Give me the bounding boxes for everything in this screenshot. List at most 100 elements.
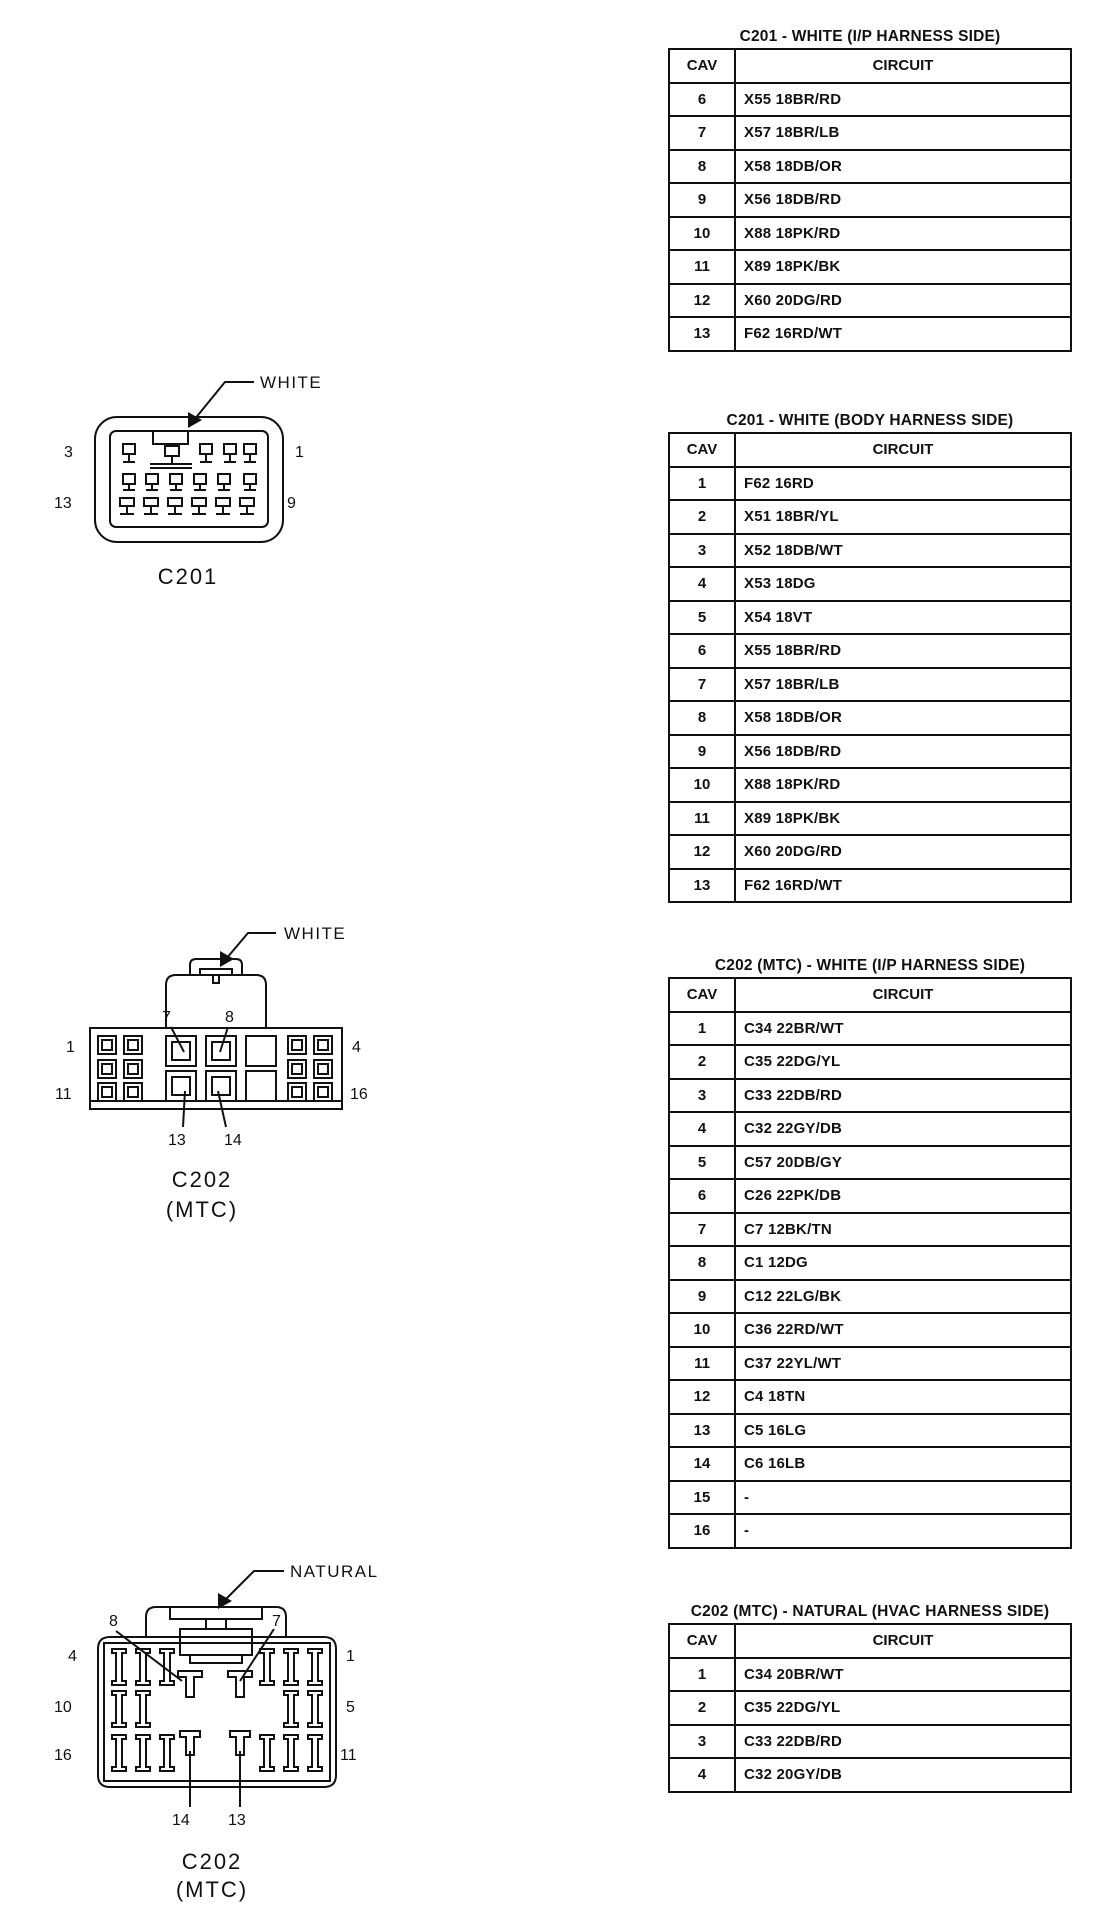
circuit-cell: C33 22DB/RD	[734, 1723, 1072, 1759]
cav-cell: 4	[668, 1111, 736, 1147]
circuit-cell: X58 18DB/OR	[734, 700, 1072, 736]
circuit-cell: X89 18PK/BK	[734, 249, 1072, 285]
pin-label: 10	[54, 1699, 72, 1716]
cav-cell: 13	[668, 867, 736, 903]
table-c202-white: C202 (MTC) - WHITE (I/P HARNESS SIDE) CA…	[668, 955, 1072, 1549]
circuit-cell: X52 18DB/WT	[734, 532, 1072, 568]
cav-cell: 1	[668, 1656, 736, 1692]
pin-label: 7	[162, 1009, 171, 1026]
connector-color-label: WHITE	[284, 924, 346, 943]
terminal-grid-left	[111, 1648, 175, 1772]
pin-label: 13	[168, 1132, 186, 1149]
circuit-cell: X57 18BR/LB	[734, 115, 1072, 151]
circuit-cell: F62 16RD	[734, 465, 1072, 501]
pin-leader	[170, 1026, 185, 1053]
circuit-cell: C35 22DG/YL	[734, 1044, 1072, 1080]
circuit-cell: X60 20DG/RD	[734, 834, 1072, 870]
pin-label: 13	[54, 495, 72, 512]
circuit-cell: X88 18PK/RD	[734, 215, 1072, 251]
header-circuit: CIRCUIT	[734, 432, 1072, 468]
arrowhead	[188, 412, 202, 428]
pin-leader	[217, 1090, 227, 1128]
terminal-center	[159, 1648, 275, 1756]
table-row: 16-	[668, 1513, 1072, 1549]
cav-cell: 16	[668, 1513, 736, 1549]
cav-cell: 7	[668, 115, 736, 151]
pin-label: 1	[66, 1039, 75, 1056]
cavity-grid-right	[287, 1035, 333, 1102]
circuit-cell: C6 16LB	[734, 1446, 1072, 1482]
circuit-cell: C34 20BR/WT	[734, 1656, 1072, 1692]
header-circuit: CIRCUIT	[734, 48, 1072, 84]
connector-color-label: WHITE	[260, 373, 322, 392]
circuit-cell: C26 22PK/DB	[734, 1178, 1072, 1214]
color-leader-line	[193, 381, 254, 421]
cav-cell: 4	[668, 566, 736, 602]
connector-shell	[97, 1636, 337, 1788]
connector-name: C202	[172, 1167, 233, 1192]
pin-label: 1	[295, 444, 304, 461]
cav-cell: 1	[668, 465, 736, 501]
pin-label: 5	[346, 1699, 355, 1716]
cav-cell: 5	[668, 1144, 736, 1180]
cav-cell: 15	[668, 1479, 736, 1515]
circuit-cell: X88 18PK/RD	[734, 767, 1072, 803]
pin-label: 13	[228, 1812, 246, 1829]
cav-cell: 2	[668, 1044, 736, 1080]
circuit-cell: X56 18DB/RD	[734, 733, 1072, 769]
cav-cell: 13	[668, 316, 736, 352]
table-caption: C202 (MTC) - NATURAL (HVAC HARNESS SIDE)	[690, 1603, 1050, 1620]
cav-cell: 10	[668, 1312, 736, 1348]
pin-label: 4	[352, 1039, 361, 1056]
cav-cell: 11	[668, 1345, 736, 1381]
circuit-cell: F62 16RD/WT	[734, 316, 1072, 352]
pin-leader	[115, 1630, 183, 1682]
terminal-row-bottom	[119, 497, 255, 515]
connector-shell	[94, 416, 284, 543]
pin-label: 14	[224, 1132, 242, 1149]
pin-label: 8	[225, 1009, 234, 1026]
connector-top-tab	[165, 974, 267, 1028]
pin-leader	[182, 1090, 186, 1128]
connector-c201-diagram: WHITE 3 1 13 9 C201	[54, 373, 322, 589]
pin-leader	[239, 1628, 275, 1682]
header-circuit: CIRCUIT	[734, 977, 1072, 1013]
cav-cell: 8	[668, 1245, 736, 1281]
cav-cell: 3	[668, 1077, 736, 1113]
connector-name: C202	[182, 1849, 243, 1874]
cav-cell: 4	[668, 1757, 736, 1793]
pin-label: 1	[346, 1648, 355, 1665]
circuit-cell: C32 20GY/DB	[734, 1757, 1072, 1793]
table-c201-body: C201 - WHITE (BODY HARNESS SIDE) CAV CIR…	[668, 410, 1072, 903]
circuit-cell: C35 22DG/YL	[734, 1690, 1072, 1726]
cav-cell: 9	[668, 182, 736, 218]
circuit-cell: C34 22BR/WT	[734, 1010, 1072, 1046]
cav-cell: 2	[668, 1690, 736, 1726]
table-c202-natural: C202 (MTC) - NATURAL (HVAC HARNESS SIDE)…	[668, 1601, 1072, 1793]
circuit-cell: X51 18BR/YL	[734, 499, 1072, 535]
header-circuit: CIRCUIT	[734, 1623, 1072, 1659]
